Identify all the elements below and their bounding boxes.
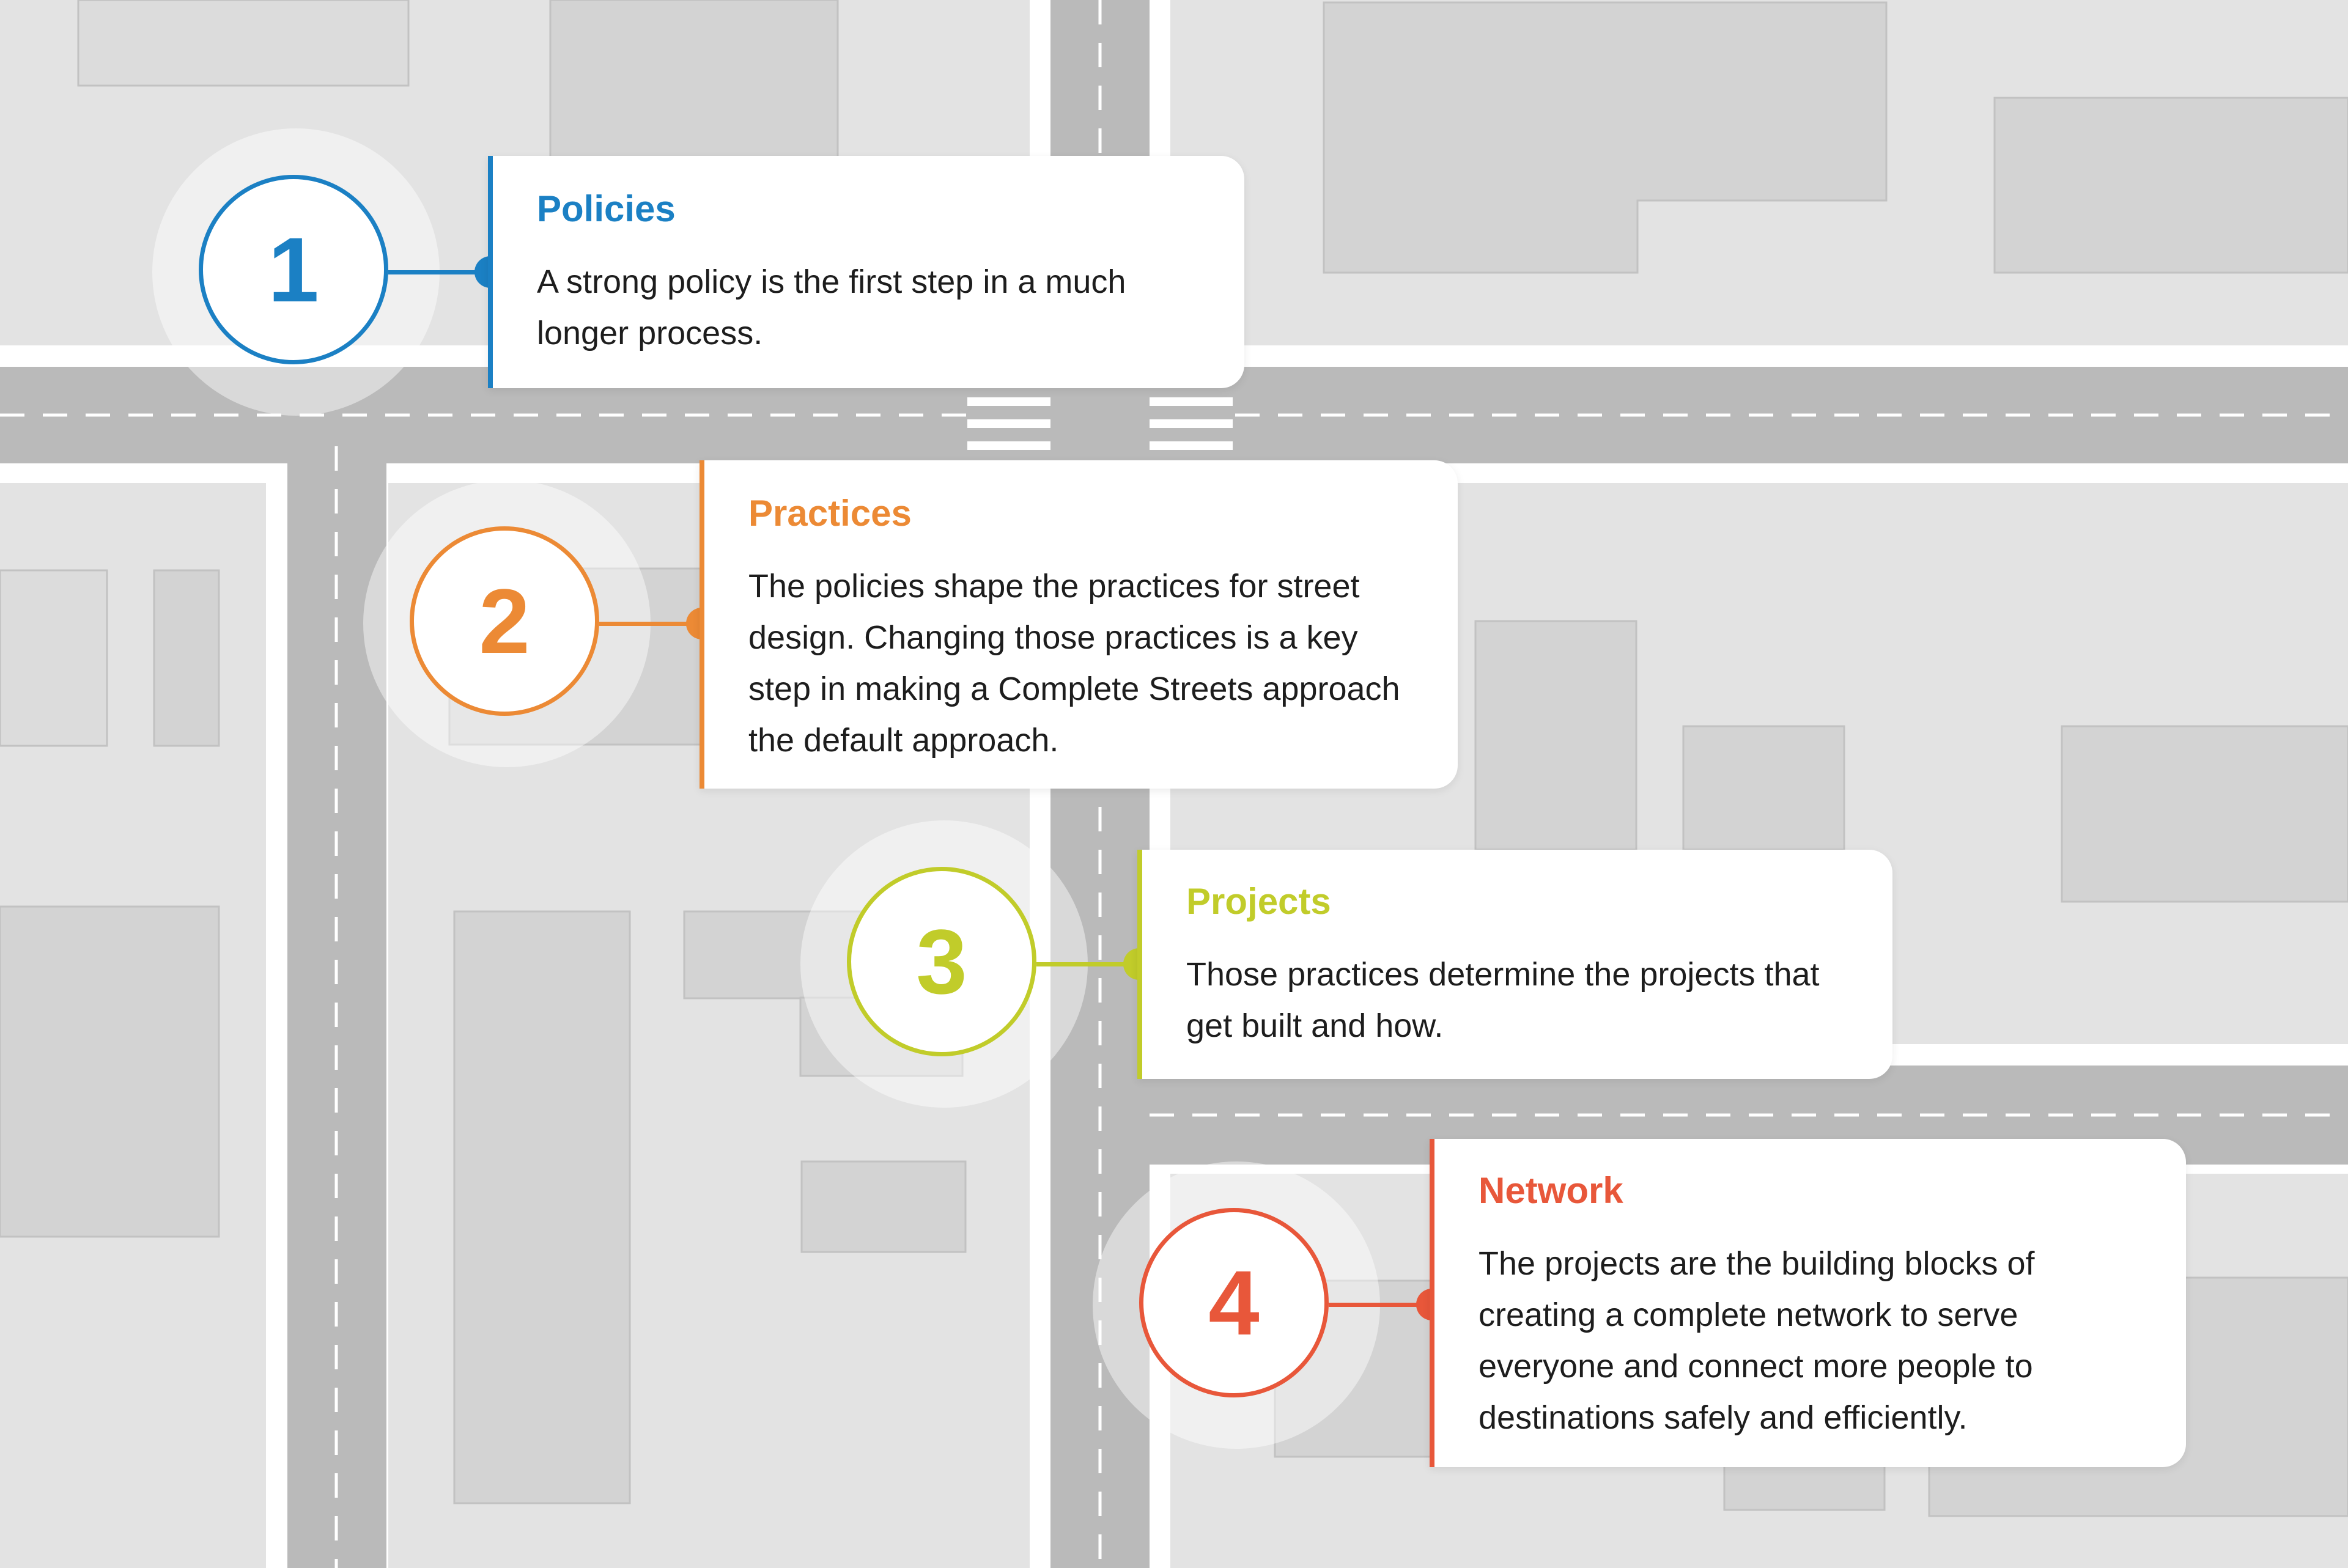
building bbox=[549, 0, 839, 160]
building bbox=[77, 0, 410, 87]
step-title: Policies bbox=[537, 188, 676, 229]
buildings bbox=[0, 0, 2348, 1517]
description-line: design. Changing those practices is a ke… bbox=[748, 619, 1358, 656]
building bbox=[1323, 1, 1888, 274]
building bbox=[1474, 620, 1637, 851]
building bbox=[2061, 725, 2348, 903]
description-line: everyone and connect more people to bbox=[1479, 1348, 2033, 1385]
step-title: Projects bbox=[1186, 881, 1331, 922]
step-description: Those practices determine the projects t… bbox=[1186, 949, 1820, 1051]
description-line: Those practices determine the projects t… bbox=[1186, 956, 1820, 993]
step-description: The projects are the building blocks of … bbox=[1479, 1238, 2035, 1443]
step-card: Projects Those practices determine the p… bbox=[1137, 850, 1892, 1079]
step-card: Policies A strong policy is the first st… bbox=[488, 156, 1244, 388]
step-card: Practices The policies shape the practic… bbox=[700, 460, 1458, 789]
step-number-badge: 3 bbox=[847, 867, 1036, 1056]
description-line: A strong policy is the first step in a m… bbox=[537, 263, 1126, 300]
crosswalk bbox=[967, 397, 1233, 450]
description-line: get built and how. bbox=[1186, 1007, 1444, 1044]
connector-line bbox=[1329, 1303, 1433, 1307]
building bbox=[0, 569, 108, 747]
connector-line bbox=[388, 270, 492, 274]
description-line: The projects are the building blocks of bbox=[1479, 1245, 2035, 1282]
connector-line bbox=[1036, 962, 1140, 966]
step-card: Network The projects are the building bl… bbox=[1430, 1139, 2186, 1467]
step-title: Network bbox=[1479, 1170, 1623, 1211]
description-line: longer process. bbox=[537, 315, 763, 352]
step-number-badge: 1 bbox=[199, 175, 388, 364]
description-line: The policies shape the practices for str… bbox=[748, 568, 1360, 605]
description-line: creating a complete network to serve bbox=[1479, 1297, 2018, 1333]
description-line: step in making a Complete Streets approa… bbox=[748, 671, 1400, 707]
building bbox=[800, 1160, 967, 1253]
step-description: A strong policy is the first step in a m… bbox=[537, 256, 1126, 359]
description-line: destinations safely and efficiently. bbox=[1479, 1399, 1968, 1436]
building bbox=[1682, 725, 1845, 851]
step-number-badge: 4 bbox=[1139, 1208, 1329, 1397]
connector-line bbox=[599, 622, 703, 626]
step-title: Practices bbox=[748, 493, 912, 534]
building bbox=[153, 569, 220, 747]
description-line: the default approach. bbox=[748, 722, 1059, 759]
step-description: The policies shape the practices for str… bbox=[748, 561, 1400, 766]
step-number-badge: 2 bbox=[410, 526, 599, 716]
building bbox=[453, 910, 631, 1504]
building bbox=[0, 905, 220, 1238]
building bbox=[1993, 97, 2348, 274]
